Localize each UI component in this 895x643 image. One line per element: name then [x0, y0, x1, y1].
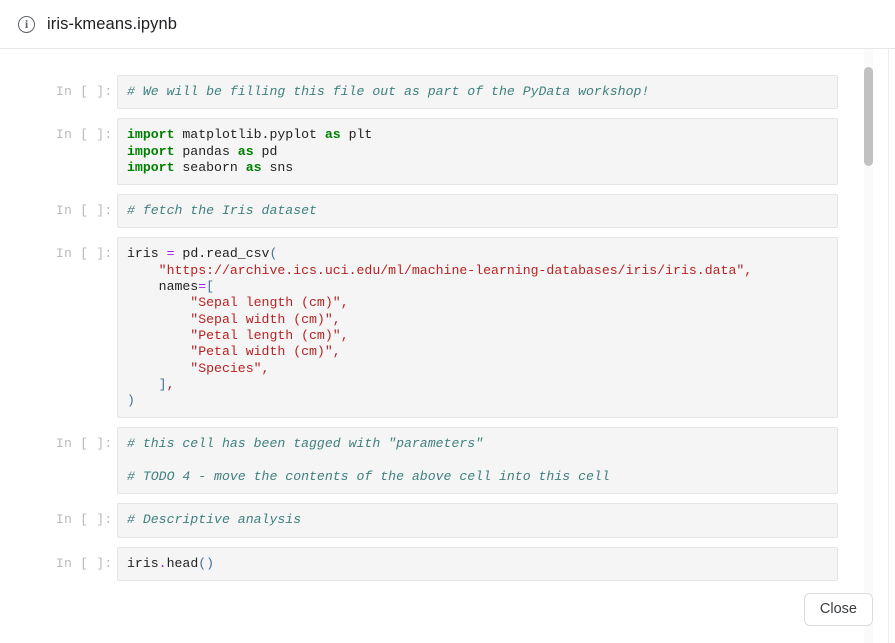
code-bracket: ] [127, 376, 167, 392]
code-alias: sns [261, 159, 294, 175]
code-string: "Species" [127, 360, 262, 376]
notebook-scroll-area[interactable]: In [ ]: # We will be filling this file o… [0, 49, 895, 643]
code-blank-line [127, 453, 827, 469]
code-keyword: as [324, 127, 341, 143]
notebook-cell[interactable]: In [ ]: # We will be filling this file o… [0, 75, 895, 110]
code-operator: = [166, 246, 175, 262]
cell-editor[interactable]: iris = pd.read_csv( "https://archive.ics… [117, 237, 838, 419]
code-punctuation: , [744, 262, 753, 278]
cell-editor[interactable]: # fetch the Iris dataset [117, 194, 838, 229]
code-punctuation: , [332, 311, 341, 327]
code-bracket: ) [127, 393, 135, 409]
code-string: "Petal width (cm)" [127, 344, 333, 360]
code-keyword: as [245, 159, 262, 175]
notebook-panel: In [ ]: # We will be filling this file o… [0, 49, 895, 643]
cell-editor[interactable]: iris.head() [117, 546, 838, 581]
code-comment: # this cell has been tagged with "parame… [127, 436, 484, 452]
page-title: iris-kmeans.ipynb [47, 14, 178, 33]
scrollbar-thumb[interactable] [864, 67, 873, 166]
notebook-cell[interactable]: In [ ]: # this cell has been tagged with… [0, 427, 895, 495]
code-bracket: [ [206, 279, 215, 295]
code-operator: = [198, 279, 207, 295]
code-keyword: import [127, 143, 175, 159]
code-bracket: () [198, 555, 215, 571]
info-circle-icon: i [18, 15, 35, 33]
notebook-cell[interactable]: In [ ]: iris.head() [0, 546, 895, 581]
code-variable: iris [127, 246, 167, 262]
close-button[interactable]: Close [803, 593, 873, 626]
code-punctuation: , [261, 360, 270, 376]
cell-editor[interactable]: import matplotlib.pyplot as plt import pa… [117, 118, 838, 186]
notebook-cell[interactable]: In [ ]: # fetch the Iris dataset [0, 194, 895, 229]
code-comment: # We will be filling this file out as pa… [127, 84, 650, 99]
code-alias: pd [253, 143, 278, 159]
cell-prompt: In [ ]: [56, 84, 113, 99]
cell-prompt: In [ ]: [56, 203, 113, 219]
code-operator: . [158, 555, 167, 571]
code-punctuation: , [340, 295, 349, 311]
cell-prompt: In [ ]: [56, 555, 113, 571]
code-keyword: import [127, 127, 175, 143]
cell-prompt: In [ ]: [56, 512, 113, 528]
code-punctuation: , [166, 376, 175, 392]
code-keyword: as [237, 143, 254, 159]
code-alias: plt [340, 127, 373, 143]
code-string: "Sepal width (cm)" [127, 311, 333, 327]
cell-prompt: In [ ]: [56, 127, 113, 143]
code-kwarg: names [127, 279, 199, 295]
code-bracket: ( [269, 246, 278, 262]
code-string: "Sepal length (cm)" [127, 295, 341, 311]
panel-edge-divider [888, 49, 889, 643]
code-module: pandas [174, 143, 238, 159]
code-method: head [166, 555, 199, 571]
code-punctuation: , [340, 327, 349, 343]
cell-prompt: In [ ]: [56, 436, 113, 452]
code-string: "Petal length (cm)" [127, 327, 341, 343]
code-comment: # TODO 4 - move the contents of the abov… [127, 469, 610, 485]
code-punctuation: , [332, 344, 341, 360]
code-comment: # Descriptive analysis [127, 512, 302, 528]
notebook-cell[interactable]: In [ ]: # Descriptive analysis [0, 503, 895, 538]
vertical-scrollbar[interactable] [864, 49, 873, 643]
code-call: pd.read_csv [174, 246, 270, 262]
code-string: "https://archive.ics.uci.edu/ml/machine-… [127, 262, 745, 278]
code-variable: iris [127, 555, 159, 571]
cell-editor[interactable]: # Descriptive analysis [117, 503, 838, 538]
notebook-cell[interactable]: In [ ]: iris = pd.read_csv( "https://arc… [0, 237, 895, 419]
cell-editor[interactable]: # We will be filling this file out as pa… [117, 75, 838, 110]
code-module: matplotlib.pyplot [174, 127, 325, 143]
cell-prompt: In [ ]: [56, 246, 113, 262]
code-module: seaborn [174, 159, 246, 175]
notebook-header: i iris-kmeans.ipynb [0, 0, 895, 49]
cell-editor[interactable]: # this cell has been tagged with "parame… [117, 427, 838, 495]
code-keyword: import [127, 159, 175, 175]
code-comment: # fetch the Iris dataset [127, 203, 317, 219]
